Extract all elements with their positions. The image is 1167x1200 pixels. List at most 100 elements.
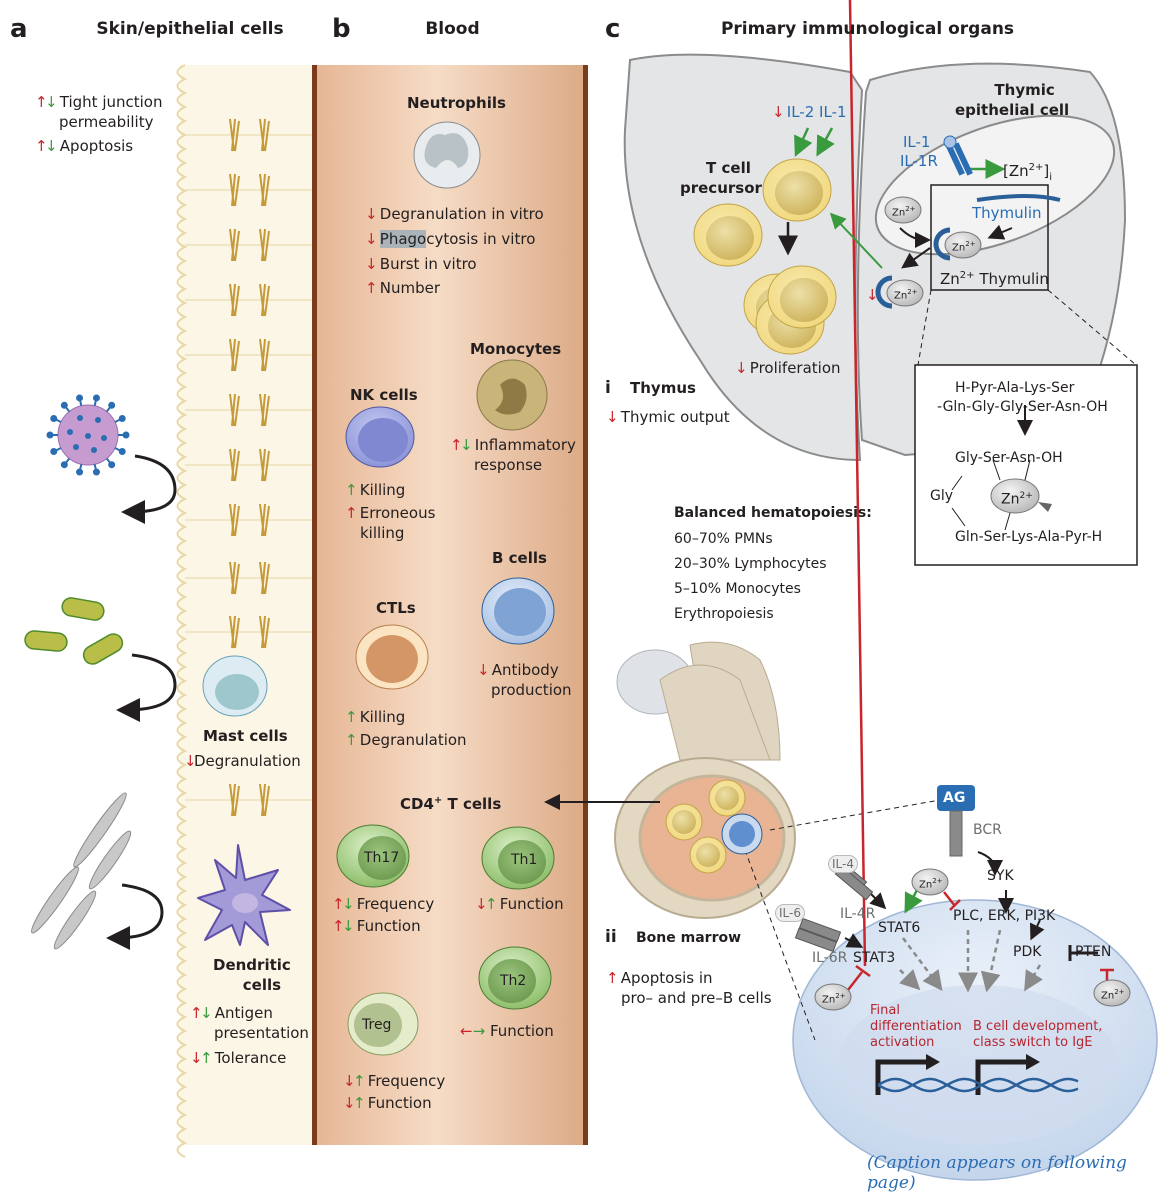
th1-icon bbox=[481, 826, 555, 890]
thymulin-structure-box bbox=[914, 364, 1138, 566]
tight-junction-icon bbox=[259, 615, 270, 649]
neutrophil-effect: ↓ Burst in vitro bbox=[365, 255, 477, 273]
t-cell-group bbox=[693, 158, 837, 355]
arrow-down-icon: ↓ bbox=[866, 286, 879, 304]
dendritic-effect-antigen: ↑↓ Antigen presentation bbox=[190, 1004, 309, 1042]
nk-cells-title: NK cells bbox=[350, 386, 418, 404]
hematopoiesis-item: Erythropoiesis bbox=[674, 606, 774, 622]
arrow-up-icon: ↑ bbox=[345, 708, 358, 726]
b-cells-title: B cells bbox=[492, 549, 547, 567]
signaling-arrows bbox=[794, 0, 1114, 1095]
dendritic-effect-tolerance: ↓↑ Tolerance bbox=[190, 1049, 287, 1067]
arrow-up-icon: ↑ bbox=[332, 917, 345, 935]
t-cell-nucleus bbox=[706, 216, 754, 260]
th17-effect: ↑↓ Function bbox=[332, 917, 421, 935]
tight-junction-icon bbox=[259, 503, 270, 537]
tight-junction-icon bbox=[229, 173, 240, 207]
monocytes-title: Monocytes bbox=[470, 340, 562, 358]
pten-label: PTEN bbox=[1075, 944, 1112, 960]
arrow-up-icon: ↑ bbox=[365, 279, 378, 297]
il1-label: IL-1 bbox=[903, 133, 931, 151]
il4r-label: IL-4R bbox=[840, 906, 876, 922]
zinc-ion-icon bbox=[944, 231, 982, 259]
arrow-down-icon: ↓ bbox=[343, 1094, 356, 1112]
zinc-ion-icon bbox=[814, 983, 852, 1011]
arrow-up-icon: ↑ bbox=[353, 1094, 366, 1112]
arrow-up-icon: ↑ bbox=[345, 481, 358, 499]
tight-junction-icon bbox=[259, 283, 270, 317]
th1-effect: ↓↑ Function bbox=[475, 895, 564, 913]
tight-junction-icon bbox=[229, 338, 240, 372]
marrow-cells bbox=[665, 779, 763, 874]
virus-icon bbox=[46, 394, 130, 476]
bone-marrow-title: Bone marrow bbox=[636, 930, 742, 946]
arrow-down-icon: ↓ bbox=[606, 408, 619, 426]
arrow-down-icon: ↓ bbox=[190, 1049, 203, 1067]
zinc-ion-label: Zn2+ bbox=[894, 288, 918, 302]
pathogen-arrows bbox=[106, 454, 177, 950]
th2-label: Th2 bbox=[500, 973, 527, 989]
fungal-hyphae-icon bbox=[31, 792, 132, 950]
panel-b-title: Blood bbox=[425, 19, 480, 39]
arrow-down-icon: ↓ bbox=[343, 1072, 356, 1090]
tight-junction-icon bbox=[229, 118, 240, 152]
zn-thymulin-box bbox=[930, 184, 1049, 291]
hematopoiesis-title: Balanced hematopoiesis: bbox=[674, 505, 872, 521]
intracellular-zinc-label: [Zn2+]i bbox=[1003, 162, 1053, 183]
t-cell-nucleus bbox=[775, 171, 823, 215]
neutrophils-title: Neutrophils bbox=[407, 94, 506, 112]
panel-c-title: Primary immunological organs bbox=[720, 19, 1015, 39]
arrow-down-icon: ↓ bbox=[772, 103, 785, 121]
arrow-down-icon: ↓ bbox=[477, 661, 490, 679]
dendritic-cell-icon bbox=[197, 844, 291, 946]
treg-effect: ↓↑ Frequency bbox=[343, 1072, 446, 1090]
tight-junction-icon bbox=[259, 228, 270, 262]
hematopoiesis-item: 60–70% PMNs bbox=[674, 531, 773, 547]
tight-junction-icon bbox=[259, 783, 270, 817]
t-cell-nucleus bbox=[780, 278, 828, 322]
arrow-down-icon: ↓ bbox=[365, 230, 378, 248]
proliferation-effect: ↓ Proliferation bbox=[735, 359, 841, 377]
bacteria-icon bbox=[24, 597, 124, 665]
neutrophil-effect: ↑ Number bbox=[365, 279, 441, 297]
zinc-ion-label: Zn2+ bbox=[822, 992, 846, 1006]
monocyte-effect: ↑↓ Inflammatory response bbox=[450, 436, 576, 474]
arrow-down-icon: ↓ bbox=[460, 436, 473, 454]
arrow-up-icon: ↑ bbox=[332, 895, 345, 913]
zinc-ions bbox=[814, 196, 1131, 1011]
hematopoiesis-item: 20–30% Lymphocytes bbox=[674, 556, 827, 572]
secreted-zn-thymulin-arrow: ↓ bbox=[866, 285, 879, 305]
th17-icon bbox=[336, 824, 410, 888]
plc-erk-pi3k-label: PLC, ERK, PI3K bbox=[953, 908, 1056, 924]
stat3-label: STAT3 bbox=[853, 950, 896, 966]
th17-effect: ↑↓ Frequency bbox=[332, 895, 435, 913]
zinc-ion-icon bbox=[886, 279, 924, 307]
il1r-label: IL-1R bbox=[900, 152, 938, 170]
neutrophil-effect: ↓ Phagocytosis in vitro bbox=[365, 230, 536, 248]
arrow-up-icon: ↑ bbox=[35, 137, 48, 155]
arrow-up-icon: ↑ bbox=[450, 436, 463, 454]
arrow-down-icon: ↓ bbox=[45, 137, 58, 155]
thymulin-left: Gly bbox=[930, 488, 954, 504]
arrow-right-icon: → bbox=[472, 1022, 486, 1040]
skin-epithelium bbox=[176, 64, 315, 1158]
treg-effect: ↓↑ Function bbox=[343, 1094, 432, 1112]
thymulin-zn-center bbox=[951, 459, 1052, 531]
thymulin-zn: Zn2+ bbox=[1001, 491, 1033, 508]
stat6-label: STAT6 bbox=[878, 920, 921, 936]
zinc-ion-icon bbox=[1093, 979, 1131, 1007]
thymic-output-effect: ↓ Thymic output bbox=[606, 408, 730, 426]
arrow-up-icon: ↑ bbox=[35, 93, 48, 111]
tight-junction-icon bbox=[229, 393, 240, 427]
arrow-up-icon: ↑ bbox=[485, 895, 498, 913]
zinc-ion-label: Zn2+ bbox=[952, 240, 976, 254]
b-cell-signaling bbox=[744, 799, 1158, 1181]
il4-label: IL-4 bbox=[828, 855, 858, 873]
